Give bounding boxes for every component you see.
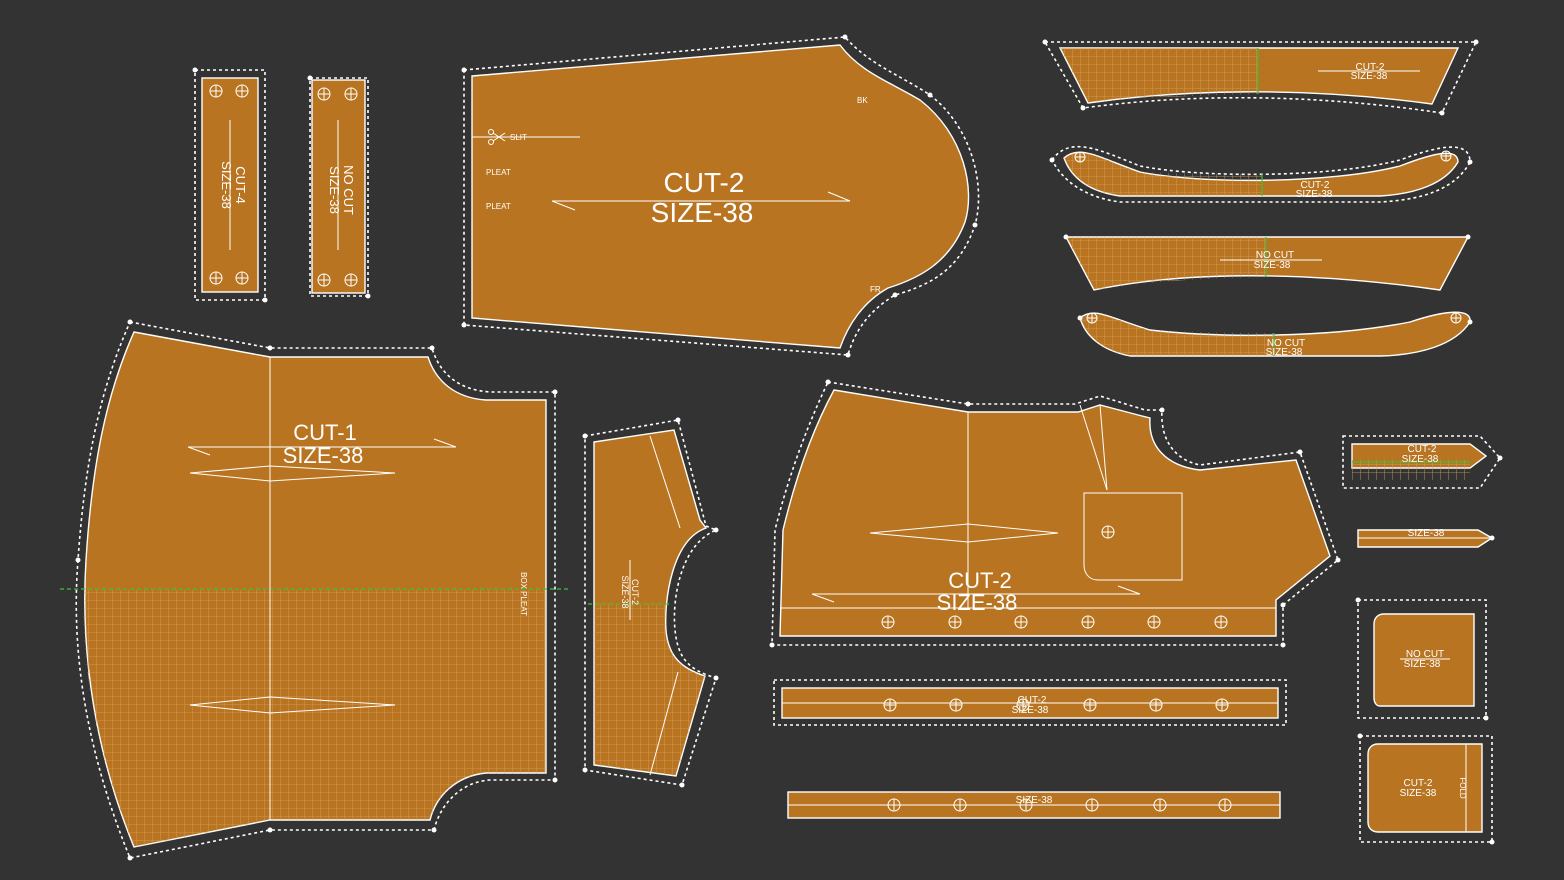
button-marker-icon: [209, 84, 249, 285]
pocket-a-size-label: SIZE-38: [1404, 659, 1441, 670]
pattern-piece-collar-1[interactable]: CUT-2 SIZE-38: [1051, 145, 1471, 203]
back-size-label: SIZE-38: [283, 443, 364, 468]
yoke-size-label: SIZE-38: [620, 575, 630, 608]
buttonhole-marker-icon: [883, 698, 1229, 712]
sleeve-cut-label: CUT-2: [664, 167, 745, 198]
front-cut-label: CUT-2: [948, 568, 1012, 593]
bottom-band-size-label: SIZE-38: [1016, 795, 1053, 806]
button-marker-icon: [1086, 312, 1462, 324]
strap-b-size-label: SIZE-38: [327, 166, 342, 214]
box-pleat-label: BOX PLEAT: [519, 572, 528, 616]
pattern-piece-front[interactable]: CUT-2 SIZE-38: [771, 381, 1339, 646]
vertex-points: [75, 34, 1503, 861]
pattern-piece-collar-2[interactable]: NO CUT SIZE-38: [1079, 311, 1471, 358]
scissors-icon: [488, 129, 506, 145]
pattern-piece-sleeve[interactable]: CUT-2 SIZE-38 SLIT PLEAT PLEAT BK FR: [463, 36, 980, 356]
pleat-mark-label: PLEAT: [486, 168, 511, 177]
buttonhole-marker-icon: [881, 615, 1228, 629]
slit-mark-label: SLIT: [510, 133, 527, 142]
pattern-piece-strap-cut4[interactable]: CUT-4 SIZE-38: [194, 69, 266, 301]
pocket-b-size-label: SIZE-38: [1400, 788, 1437, 799]
buttonhole-marker-icon: [887, 798, 1232, 812]
placket-size-label: SIZE-38: [1408, 528, 1445, 539]
strap-a-cut-label: CUT-4: [233, 166, 248, 204]
pattern-piece-cuff-tab[interactable]: CUT-2 SIZE-38: [1342, 435, 1502, 489]
pattern-piece-strap-nocut[interactable]: NO CUT SIZE-38: [309, 77, 369, 297]
yoke-cut-label: CUT-2: [630, 579, 640, 605]
pattern-piece-placket[interactable]: SIZE-38: [1357, 528, 1494, 548]
pattern-piece-collar-stand-1[interactable]: CUT-2 SIZE-38: [1043, 41, 1478, 114]
collar-stand-2-cut-label: NO CUT: [1256, 250, 1294, 261]
front-band-size-label: SIZE-38: [1012, 705, 1049, 716]
pattern-piece-back[interactable]: CUT-1 SIZE-38 BOX PLEAT: [60, 321, 568, 859]
front-notch-label: FR: [870, 285, 881, 294]
fold-label: FOLD: [1458, 777, 1467, 799]
collar-2-size-label: SIZE-38: [1266, 347, 1303, 358]
button-marker-icon: [1074, 150, 1452, 163]
pattern-piece-front-band[interactable]: CUT-2 SIZE-38: [773, 679, 1287, 726]
strap-a-size-label: SIZE-38: [219, 161, 234, 209]
collar-stand-1-size-label: SIZE-38: [1351, 71, 1388, 82]
front-band-cut-label: CUT-2: [1018, 695, 1047, 706]
pattern-piece-bottom-band[interactable]: SIZE-38: [787, 791, 1281, 819]
button-marker-icon: [317, 87, 358, 287]
pleat-mark-label: PLEAT: [486, 202, 511, 211]
front-size-label: SIZE-38: [937, 590, 1018, 615]
collar-2-cut-label: NO CUT: [1267, 338, 1305, 349]
pattern-piece-collar-stand-2[interactable]: NO CUT SIZE-38: [1064, 236, 1470, 291]
pocket-marker-icon: [1101, 525, 1115, 539]
back-notch-label: BK: [857, 96, 868, 105]
cuff-tab-size-label: SIZE-38: [1402, 454, 1439, 465]
cuff-tab-cut-label: CUT-2: [1408, 444, 1437, 455]
pocket-b-cut-label: CUT-2: [1404, 778, 1433, 789]
sleeve-size-label: SIZE-38: [651, 197, 754, 228]
collar-1-size-label: SIZE-38: [1296, 189, 1333, 200]
pattern-piece-yoke[interactable]: CUT-2 SIZE-38: [584, 419, 719, 786]
collar-1-cut-label: CUT-2: [1301, 180, 1330, 191]
collar-stand-2-size-label: SIZE-38: [1254, 260, 1291, 271]
pattern-piece-pocket-nocut[interactable]: NO CUT SIZE-38: [1357, 599, 1487, 719]
pocket-a-cut-label: NO CUT: [1406, 649, 1444, 660]
strap-b-cut-label: NO CUT: [341, 165, 356, 215]
collar-stand-1-cut-label: CUT-2: [1356, 62, 1385, 73]
back-cut-label: CUT-1: [293, 420, 357, 445]
pattern-piece-pocket-fold[interactable]: CUT-2 SIZE-38 FOLD: [1359, 735, 1493, 843]
